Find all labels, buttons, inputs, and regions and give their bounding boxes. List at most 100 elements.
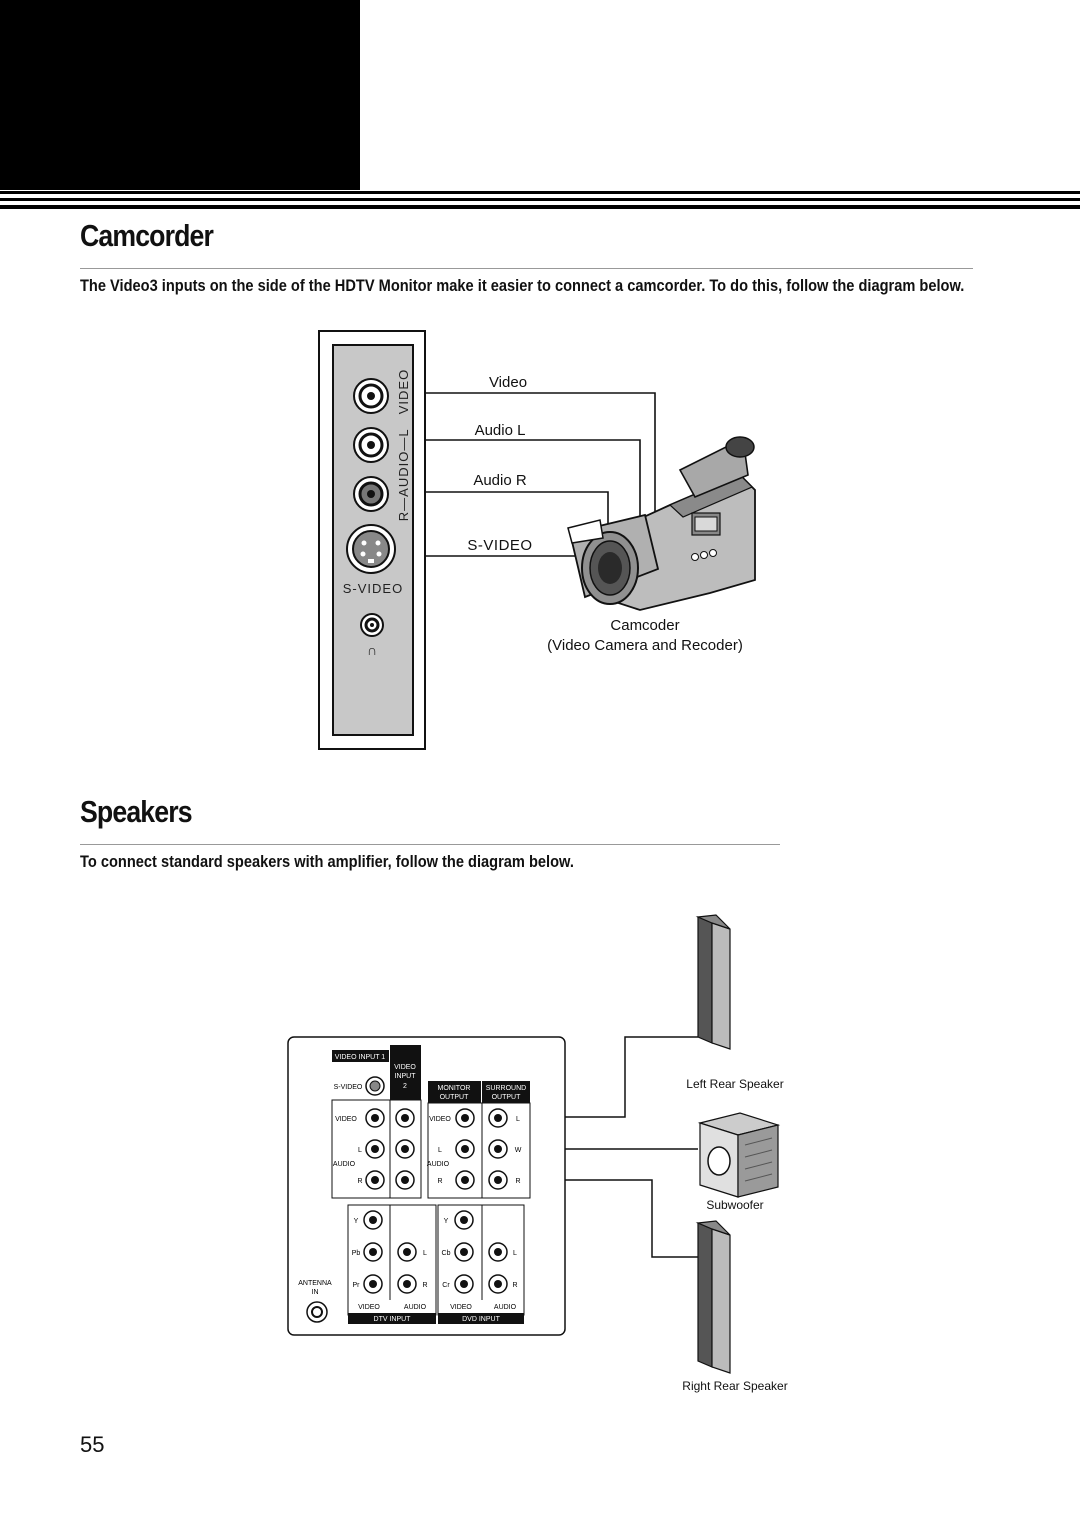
dvd-audio-l-jack[interactable] — [488, 1242, 508, 1262]
monitor-l-label: L — [438, 1147, 442, 1154]
dvd-audio-r-jack[interactable] — [488, 1274, 508, 1294]
dtv-audio-r-jack[interactable] — [397, 1274, 417, 1294]
audio-in-jack-4[interactable] — [395, 1170, 415, 1190]
dtv-audio-label: AUDIO — [404, 1304, 427, 1311]
subwoofer-label: Subwoofer — [706, 1198, 763, 1212]
camcorder-heading-rule — [80, 268, 973, 269]
camcorder-illustration — [567, 436, 756, 611]
surround-r-jack[interactable] — [488, 1170, 508, 1190]
dvd-cb-label: Cb — [442, 1250, 451, 1257]
video-in-jack-1[interactable] — [365, 1108, 385, 1128]
left-speaker-wire — [565, 1036, 698, 1118]
dtv-input-label: DTV INPUT — [374, 1316, 412, 1323]
dvd-audio-label: AUDIO — [494, 1304, 517, 1311]
surround-l-jack[interactable] — [488, 1108, 508, 1128]
audio-r-cable-label: Audio R — [473, 472, 527, 489]
video-jack[interactable] — [353, 378, 389, 414]
monitor-audio-l-jack[interactable] — [455, 1139, 475, 1159]
panel-svideo-label: S-VIDEO — [343, 581, 403, 596]
audio-in-jack-2[interactable] — [395, 1139, 415, 1159]
video-input-1-label: VIDEO INPUT 1 — [335, 1054, 386, 1061]
video-cable-label: Video — [489, 374, 527, 391]
video-input-2-label-2: INPUT — [395, 1073, 417, 1080]
dvd-video-label: VIDEO — [450, 1304, 472, 1311]
surround-r-label: R — [515, 1178, 520, 1185]
dtv-pb-jack[interactable] — [363, 1242, 383, 1262]
audio-l-jack[interactable] — [353, 427, 389, 463]
dvd-l-label: L — [513, 1250, 517, 1257]
speakers-heading-rule — [80, 844, 780, 845]
monitor-output-banner — [428, 1081, 481, 1103]
monitor-output-label-2: OUTPUT — [440, 1094, 470, 1101]
audio-l-cable — [425, 439, 641, 525]
video-input-2-label-3: 2 — [403, 1083, 407, 1090]
antenna-label-2: IN — [312, 1289, 319, 1296]
video-input-1-banner — [332, 1050, 389, 1062]
dvd-input-banner — [438, 1313, 524, 1324]
camcorder-diagram: R—AUDIO—L VIDEO S-VIDEO ∩ Video Audio L … — [318, 330, 756, 750]
dvd-r-label: R — [512, 1282, 517, 1289]
video-input-2-banner — [390, 1045, 421, 1100]
dvd-cr-label: Cr — [442, 1282, 450, 1289]
right-rear-speaker-label: Right Rear Speaker — [682, 1379, 787, 1393]
surround-output-label-1: SURROUND — [486, 1085, 526, 1092]
audio-in-r-label: R — [357, 1178, 362, 1185]
dtv-pr-jack[interactable] — [363, 1274, 383, 1294]
left-rear-speaker-label: Left Rear Speaker — [686, 1077, 783, 1091]
dvd-input-label: DVD INPUT — [462, 1316, 500, 1323]
dtv-y-jack[interactable] — [363, 1210, 383, 1230]
headphone-icon: ∩ — [367, 642, 377, 658]
dtv-pb-label: Pb — [352, 1250, 361, 1257]
surround-l-label: L — [516, 1116, 520, 1123]
camcorder-intro: The Video3 inputs on the side of the HDT… — [80, 276, 965, 295]
svideo-input-label: S-VIDEO — [334, 1084, 363, 1091]
dtv-y-label: Y — [354, 1218, 359, 1225]
dtv-video-label: VIDEO — [358, 1304, 380, 1311]
svideo-input-jack[interactable] — [365, 1076, 385, 1096]
audio-in-label: AUDIO — [333, 1161, 356, 1168]
speakers-intro: To connect standard speakers with amplif… — [80, 852, 574, 871]
dtv-audio-l-jack[interactable] — [397, 1242, 417, 1262]
camcorder-sublabel: (Video Camera and Recoder) — [547, 637, 743, 654]
audio-r-cable — [425, 491, 609, 537]
audio-in-jack-3[interactable] — [365, 1170, 385, 1190]
video-in-label: VIDEO — [335, 1116, 357, 1123]
audio-l-cable-label: Audio L — [475, 422, 526, 439]
headphone-jack[interactable] — [360, 613, 384, 637]
monitor-audio-label: AUDIO — [427, 1161, 450, 1168]
svideo-cable-label: S-VIDEO — [467, 537, 532, 554]
audio-in-jack-1[interactable] — [365, 1139, 385, 1159]
panel-audio-label: R—AUDIO—L — [396, 429, 411, 521]
panel-video-label: VIDEO — [396, 369, 411, 414]
dtv-l-label: L — [423, 1250, 427, 1257]
dtv-pr-label: Pr — [353, 1282, 361, 1289]
header-black-block — [0, 0, 360, 190]
audio-r-jack[interactable] — [353, 476, 389, 512]
monitor-output-label-1: MONITOR — [438, 1085, 471, 1092]
dvd-cr-jack[interactable] — [454, 1274, 474, 1294]
video-in-jack-2[interactable] — [395, 1108, 415, 1128]
surround-w-label: W — [515, 1147, 522, 1154]
svideo-jack[interactable] — [346, 524, 396, 574]
monitor-audio-r-jack[interactable] — [455, 1170, 475, 1190]
surround-output-banner — [482, 1081, 530, 1103]
right-rear-speaker-icon — [695, 1220, 731, 1374]
left-rear-speaker-icon — [695, 914, 731, 1050]
dtv-input-banner — [348, 1313, 436, 1324]
speakers-diagram: VIDEO INPUT 1 VIDEO INPUT 2 S-VIDEO VIDE… — [287, 914, 788, 1393]
right-speaker-wire — [565, 1179, 698, 1258]
audio-in-l-label: L — [358, 1147, 362, 1154]
dvd-y-jack[interactable] — [454, 1210, 474, 1230]
header-rule-1 — [0, 191, 1080, 194]
header-rule-3 — [0, 205, 1080, 209]
surround-output-label-2: OUTPUT — [492, 1094, 522, 1101]
video-input-2-label-1: VIDEO — [394, 1064, 416, 1071]
antenna-jack[interactable] — [306, 1301, 328, 1323]
speakers-heading: Speakers — [80, 794, 193, 829]
video-cable — [425, 392, 656, 515]
video-input-box — [331, 1099, 422, 1199]
subwoofer-icon — [697, 1112, 781, 1198]
surround-w-jack[interactable] — [488, 1139, 508, 1159]
dvd-cb-jack[interactable] — [454, 1242, 474, 1262]
monitor-video-jack[interactable] — [455, 1108, 475, 1128]
